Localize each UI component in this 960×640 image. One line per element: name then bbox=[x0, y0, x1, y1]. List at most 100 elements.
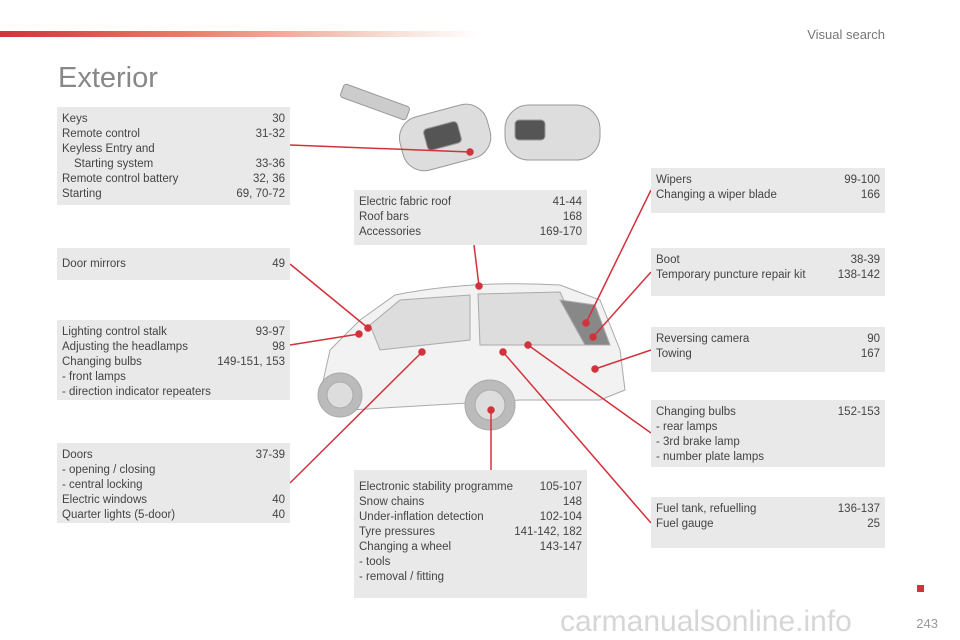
entry-label: Changing bulbs bbox=[656, 406, 736, 418]
index-entry[interactable]: Changing a wheel 143-147 bbox=[359, 540, 582, 555]
entry-label: Keyless Entry and bbox=[62, 143, 155, 155]
entry-pages: 30 bbox=[272, 113, 285, 125]
entry-label: Adjusting the headlamps bbox=[62, 341, 188, 353]
car-body bbox=[317, 283, 626, 431]
sub-entry: - central locking bbox=[62, 479, 143, 491]
entry-pages: 32, 36 bbox=[253, 173, 285, 185]
entry-label: Reversing camera bbox=[656, 333, 750, 345]
entry-label: Changing a wheel bbox=[359, 541, 452, 553]
index-entry[interactable]: Electronic stability programme 105-107 bbox=[359, 480, 582, 495]
index-entry[interactable]: Temporary puncture repair kit 138-142 bbox=[656, 268, 880, 283]
entry-pages: 138-142 bbox=[837, 269, 880, 281]
sub-entry: - 3rd brake lamp bbox=[656, 436, 740, 448]
entry-pages: 40 bbox=[272, 494, 285, 506]
entry-pages: 102-104 bbox=[539, 511, 582, 523]
entry-pages: 141-142, 182 bbox=[514, 526, 582, 538]
entry-pages: 149-151, 153 bbox=[217, 356, 285, 368]
entry-label: Wipers bbox=[656, 174, 692, 186]
sub-entry: - number plate lamps bbox=[656, 451, 765, 463]
entry-label: Fuel gauge bbox=[656, 518, 714, 530]
entry-pages: 168 bbox=[562, 211, 582, 223]
page-number: 243 bbox=[916, 616, 938, 631]
entry-label: Snow chains bbox=[359, 496, 425, 508]
entry-pages: 25 bbox=[867, 518, 880, 530]
entry-label: Electric fabric roof bbox=[359, 196, 452, 208]
index-entry[interactable]: Changing a wiper blade 166 bbox=[656, 188, 880, 203]
entry-label: Keys bbox=[62, 113, 88, 125]
entry-label: Electronic stability programme bbox=[359, 481, 514, 493]
entry-pages: 99-100 bbox=[844, 174, 880, 186]
entry-pages: 90 bbox=[867, 333, 880, 345]
index-entry[interactable]: Reversing camera 90 bbox=[656, 332, 880, 347]
index-entry[interactable]: Roof bars 168 bbox=[359, 210, 582, 225]
entry-label: Tyre pressures bbox=[359, 526, 436, 538]
index-entry[interactable]: Fuel gauge 25 bbox=[656, 517, 880, 532]
index-entry[interactable]: Starting system 33-36 bbox=[62, 157, 285, 172]
index-entry[interactable]: Doors 37-39 bbox=[62, 448, 285, 463]
entry-pages: 152-153 bbox=[837, 406, 880, 418]
key-fob-icon bbox=[340, 83, 601, 172]
entry-pages: 143-147 bbox=[539, 541, 582, 553]
index-entry[interactable]: Wipers 99-100 bbox=[656, 173, 880, 188]
entry-label: Quarter lights (5-door) bbox=[62, 509, 176, 521]
index-entry[interactable]: Keyless Entry and bbox=[62, 142, 285, 157]
entry-pages: 31-32 bbox=[255, 128, 285, 140]
entry-label: Remote control bbox=[62, 128, 140, 140]
entry-label: Doors bbox=[62, 449, 93, 461]
sub-entry: - rear lamps bbox=[656, 421, 718, 433]
index-entry[interactable]: Electric windows 40 bbox=[62, 493, 285, 508]
entry-label: Starting system bbox=[74, 158, 154, 170]
entry-pages: 37-39 bbox=[255, 449, 285, 461]
entry-pages: 38-39 bbox=[850, 254, 880, 266]
sub-entry: - tools bbox=[359, 556, 391, 568]
leader-lines bbox=[289, 144, 652, 524]
entry-pages: 148 bbox=[562, 496, 582, 508]
page-marker bbox=[917, 585, 924, 592]
entry-label: Temporary puncture repair kit bbox=[656, 269, 806, 281]
entry-pages: 41-44 bbox=[552, 196, 582, 208]
entry-pages: 33-36 bbox=[255, 158, 285, 170]
entry-label: Towing bbox=[656, 348, 692, 360]
page-title: Exterior bbox=[58, 62, 158, 94]
index-entry[interactable]: Snow chains 148 bbox=[359, 495, 582, 510]
index-entry[interactable]: Electric fabric roof 41-44 bbox=[359, 195, 582, 210]
entry-pages: 93-97 bbox=[255, 326, 285, 338]
index-entry[interactable]: Remote control 31-32 bbox=[62, 127, 285, 142]
section-label: Visual search bbox=[807, 27, 885, 42]
entry-pages: 166 bbox=[860, 189, 880, 201]
index-entry[interactable]: Changing bulbs 152-153 bbox=[656, 405, 880, 420]
entry-label: Door mirrors bbox=[62, 258, 126, 270]
sub-entry: - removal / fitting bbox=[359, 571, 444, 583]
entry-label: Changing a wiper blade bbox=[656, 189, 777, 201]
index-entry[interactable]: Keys 30 bbox=[62, 112, 285, 127]
watermark: carmanualsonline.info bbox=[560, 605, 852, 638]
index-entry[interactable]: Towing 167 bbox=[656, 347, 880, 362]
entry-pages: 69, 70-72 bbox=[236, 188, 285, 200]
index-entry[interactable]: Tyre pressures 141-142, 182 bbox=[359, 525, 582, 540]
entry-pages: 167 bbox=[860, 348, 880, 360]
rear-bulbs-box: Changing bulbs 152-153 - rear lamps - 3rd b… bbox=[651, 400, 885, 467]
entry-label: Roof bars bbox=[359, 211, 409, 223]
entry-pages: 105-107 bbox=[539, 481, 582, 493]
entry-label: Electric windows bbox=[62, 494, 147, 506]
index-entry[interactable]: Quarter lights (5-door)40 bbox=[62, 508, 285, 523]
